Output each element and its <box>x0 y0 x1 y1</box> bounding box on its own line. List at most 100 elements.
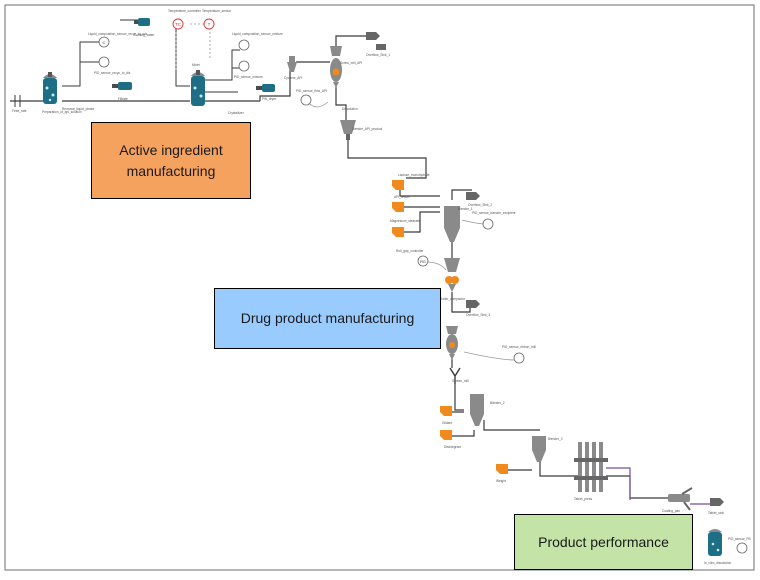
signal-temp <box>175 23 211 70</box>
tablet-sink <box>710 498 724 506</box>
callout-active-ingredient-text: Active ingredient manufacturing <box>119 142 223 179</box>
api-pump-1 <box>112 82 132 90</box>
label-dissolution-vessel: In_vitro_dissolution <box>704 561 732 565</box>
callout-product-performance-text: Product performance <box>538 533 669 550</box>
pipe-tableting <box>452 384 670 499</box>
label-cyclone: Cyclone_API <box>284 76 303 80</box>
label-dissolver: Preparation_of_api_solution <box>42 110 82 114</box>
label-composition-sensor-2: Liquid_composition_sensor_mixture <box>232 32 283 36</box>
api-pump-2 <box>256 84 275 92</box>
api-hopper <box>287 56 297 72</box>
label-overflow-1: Overflow_Sink_1 <box>366 53 390 57</box>
label-temp-controller: Temperature_controller <box>168 9 202 13</box>
label-crystallizer: Crystallizer <box>228 111 245 115</box>
screen-mill <box>449 367 461 384</box>
api-blender-hopper <box>340 120 356 140</box>
overflow-sink-3 <box>466 300 480 308</box>
label-pid-api: PID_sensor_flow_API <box>296 89 327 93</box>
pid-sensor-comil <box>513 352 525 364</box>
label-pid-blender: PID_sensor_blender_excipient <box>472 211 516 215</box>
svg-text:C: C <box>103 40 106 45</box>
mgst-feeder <box>392 227 404 237</box>
pid-sensor-api-flow <box>300 94 312 106</box>
label-tablet-press: Tablet_press <box>574 497 592 501</box>
svg-text:RG: RG <box>420 259 426 264</box>
dissolver-tank <box>43 72 57 104</box>
crystallizer-vessel <box>191 70 205 106</box>
label-pump-2: PW_dryer <box>262 97 277 101</box>
tablet-press <box>574 442 608 492</box>
lactose-feeder <box>392 180 404 190</box>
callout-drug-product-text: Drug product manufacturing <box>240 310 415 327</box>
comil-mill <box>446 326 458 360</box>
callout-drug-product: Drug product manufacturing <box>214 288 441 349</box>
roller-compactor <box>444 258 460 292</box>
callout-active-ingredient: Active ingredient manufacturing <box>91 122 251 199</box>
label-lactose: Lactose_monohydrate <box>398 173 430 177</box>
roll-gap-controller: RG <box>417 255 429 267</box>
pid-sensor-1 <box>98 56 110 68</box>
label-tablet-sink: Tablet_sink <box>708 511 724 515</box>
label-pid-comil: PID_sensor_ribbon_mill <box>502 345 536 349</box>
pipe-api-to-drug <box>347 140 427 179</box>
label-pid-final: PID_sensor_PB <box>728 537 751 541</box>
label-coating: Coating_pan <box>662 509 680 513</box>
label-blender-api: Blender_API_product <box>352 127 382 131</box>
label-roller: Roller_compactor <box>440 297 466 301</box>
pipe-api-sensors <box>204 49 240 93</box>
label-screw: Screw_mill_API <box>340 61 362 65</box>
overflow-sink-1 <box>366 32 386 50</box>
label-blender-3: Blender_3 <box>548 437 563 441</box>
coating-pan <box>668 487 693 511</box>
pid-sensor-final <box>736 542 748 554</box>
svg-text:T: T <box>208 22 211 27</box>
pid-sensor-2 <box>238 60 250 72</box>
callout-product-performance: Product performance <box>514 514 693 570</box>
drug-product-section: RG Lactose_monohydrate API_feeder Magnes… <box>390 173 536 384</box>
label-cooling: Cooling_water <box>134 33 155 37</box>
glidant-feeder <box>440 406 452 416</box>
pid-sensor-blender <box>482 218 494 230</box>
label-pid-sensor-1: PID_sensor_recyc_to_dis <box>94 71 131 75</box>
blender-2 <box>470 394 484 426</box>
pipe-api-recycle <box>62 19 190 87</box>
api-feeder <box>392 202 404 212</box>
temperature-controller: TC <box>172 18 184 30</box>
label-blender-2: Blender_2 <box>490 401 505 405</box>
overflow-sink-2 <box>466 192 480 200</box>
label-overflow-3: Overflow_Sink_3 <box>466 313 490 317</box>
label-pid-mixture: PID_sensor_mixture <box>234 75 263 79</box>
label-temp-sensor: Temperature_sensor <box>202 9 232 13</box>
pipe-solids <box>296 35 366 120</box>
label-weight: Weight <box>496 479 506 483</box>
disintegrant-feeder <box>440 430 452 440</box>
label-overflow-2: Overflow_Sink_2 <box>468 203 492 207</box>
blender-3 <box>532 436 546 462</box>
dissolution-vessel <box>708 529 722 556</box>
label-mgst: Magnesium_stearate <box>390 219 420 223</box>
svg-text:TC: TC <box>175 22 182 27</box>
label-dissolution: Dissolution <box>342 107 358 111</box>
label-api-feeder: API_feeder <box>394 195 411 199</box>
tableting-section: Glidant Disintegrant Blender_2 Blender_3… <box>440 384 751 565</box>
blender-1 <box>444 206 460 242</box>
label-mixer-1: Blender_1 <box>458 207 473 211</box>
feed-inlet <box>14 95 21 107</box>
label-disintegrant: Disintegrant <box>444 445 461 449</box>
cooling-pump <box>134 18 150 26</box>
label-pump-1: Filtrate <box>118 97 128 101</box>
label-mixer: Mixer <box>192 63 201 67</box>
label-screen-mill: Screen_mill <box>452 379 469 383</box>
label-glidant: Glidant <box>442 421 452 425</box>
api-solids-section: Cyclone_API Screw_mill_API Overflow_Sink… <box>284 32 390 140</box>
composition-sensor-2 <box>238 39 250 51</box>
weight-feeder <box>496 464 508 474</box>
label-spent-liquid: Removal_liquid_phase <box>62 107 94 111</box>
label-composition-sensor-1: Liquid_composition_sensor_recyc_to_mix <box>88 32 148 36</box>
pipe-api-main <box>10 70 291 102</box>
temperature-sensor: T <box>203 18 215 30</box>
api-section: C TC T <box>10 9 291 115</box>
pipe-drug-main <box>399 188 472 368</box>
